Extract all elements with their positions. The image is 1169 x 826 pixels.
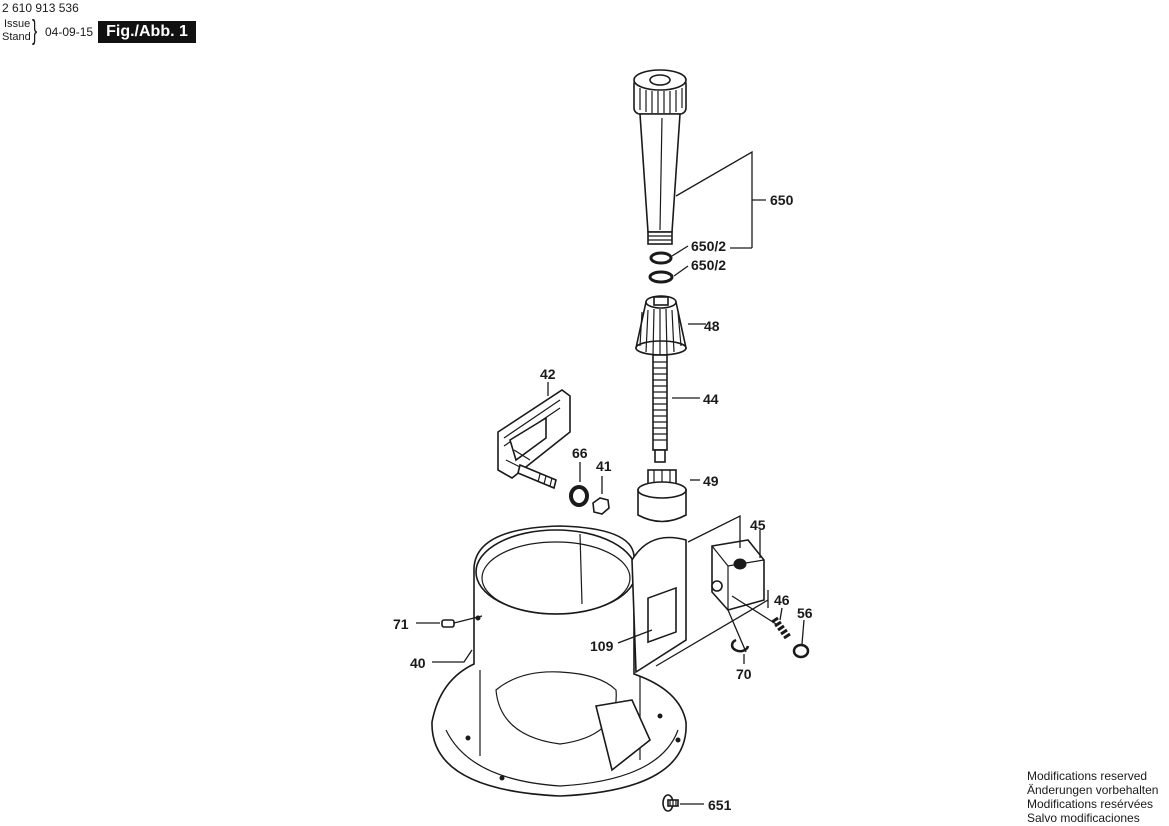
label-44: 44	[703, 391, 719, 407]
part-42-bracket	[497, 389, 571, 490]
label-70: 70	[736, 666, 752, 682]
issue-date: 04-09-15	[45, 25, 94, 39]
footer-line-fr: Modifications resérvées	[1027, 797, 1154, 811]
part-650-handle	[633, 69, 687, 245]
stand-label: Stand	[2, 31, 31, 43]
part-651-screw	[662, 794, 679, 812]
label-109: 109	[590, 638, 614, 654]
part-650-2-ring-upper	[649, 251, 673, 265]
part-49-collet	[637, 469, 687, 553]
label-46: 46	[774, 592, 790, 608]
part-41-nut	[592, 497, 610, 515]
issue-label: Issue	[4, 18, 31, 30]
label-650-2-lower: 650/2	[691, 257, 726, 273]
document-number: 2 610 913 536	[2, 1, 79, 15]
label-66: 66	[572, 445, 588, 461]
label-71: 71	[393, 616, 409, 632]
leader-lines	[416, 150, 805, 805]
footer-line-de: Änderungen vorbehalten	[1027, 783, 1159, 797]
part-650-2-ring-lower	[648, 270, 674, 284]
label-650-2-upper: 650/2	[691, 238, 726, 254]
part-45-clip	[711, 539, 765, 611]
label-56: 56	[797, 605, 813, 621]
label-40: 40	[410, 655, 426, 671]
label-42: 42	[540, 366, 556, 382]
figure-label: Fig./Abb. 1	[98, 21, 196, 43]
label-45: 45	[750, 517, 766, 533]
part-44-threaded-rod	[652, 354, 668, 463]
label-650: 650	[770, 192, 794, 208]
brace-symbol: }	[32, 14, 38, 45]
part-71-pin	[441, 619, 455, 628]
part-48-knob	[635, 295, 687, 356]
footer-notice: Modifications reserved Änderungen vorbeh…	[1027, 769, 1158, 825]
label-49: 49	[703, 473, 719, 489]
part-40-base-housing	[431, 525, 687, 797]
part-56-cap	[792, 643, 810, 659]
part-46-spring	[771, 616, 791, 640]
label-41: 41	[596, 458, 612, 474]
part-66-washer	[569, 485, 589, 507]
part-70-clip	[730, 638, 750, 653]
label-48: 48	[704, 318, 720, 334]
footer-line-en: Modifications reserved	[1027, 769, 1148, 783]
footer-line-es: Salvo modificaciones	[1027, 811, 1140, 825]
label-651: 651	[708, 797, 732, 813]
